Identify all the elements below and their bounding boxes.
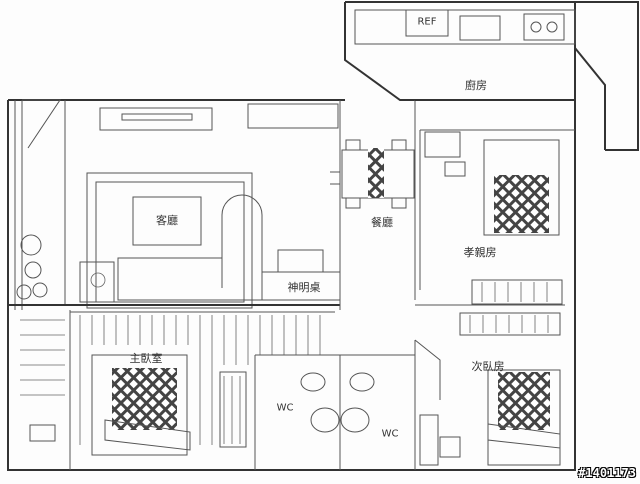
stove [523, 13, 565, 41]
bathrooms [254, 340, 416, 470]
master-bedroom-label: 主臥室 [129, 352, 163, 365]
listing-watermark: #1401173 [578, 466, 636, 480]
kitchen-block [344, 1, 639, 151]
fridge-label: REF [417, 16, 437, 28]
dining-area [330, 100, 416, 310]
outer-walls [7, 99, 576, 471]
parents-room [415, 99, 575, 306]
altar-table-label: 神明桌 [287, 281, 321, 294]
fridge [405, 9, 449, 37]
sink [459, 15, 501, 41]
wc-left-label: WC [276, 402, 294, 414]
master-bedroom [20, 310, 335, 470]
second-bedroom-label: 次臥房 [471, 360, 505, 373]
living-room [8, 103, 341, 309]
living-room-label: 客廳 [156, 214, 178, 227]
parents-room-label: 孝親房 [463, 246, 497, 259]
wc-right-label: WC [381, 428, 399, 440]
second-bedroom [414, 312, 561, 466]
dining-room-label: 餐廳 [371, 216, 393, 229]
kitchen-label: 廚房 [465, 79, 487, 92]
